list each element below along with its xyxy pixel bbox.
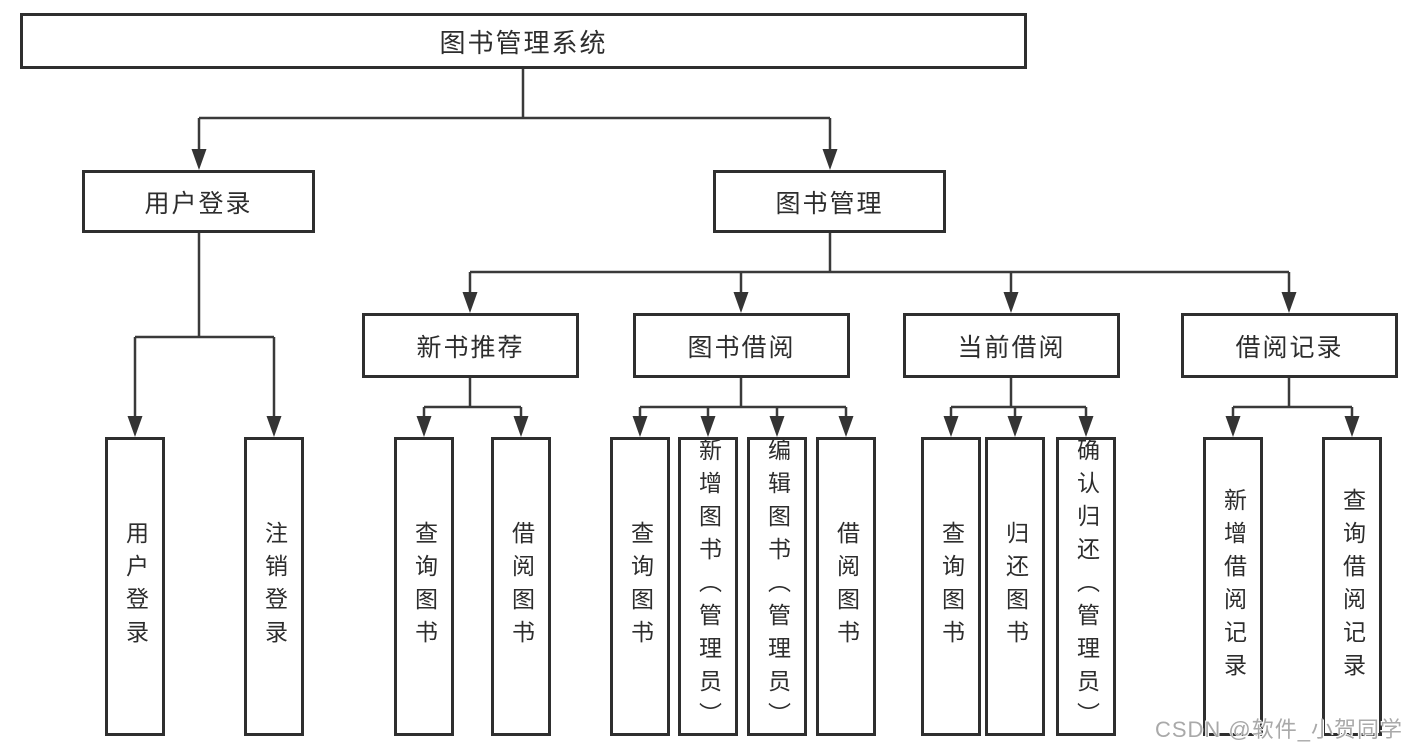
leaf-label: 借阅图书 [833, 520, 860, 653]
leaf-query-borrow-record: 查询借阅记录 [1322, 437, 1382, 736]
leaf-label: 新增借阅记录 [1220, 487, 1247, 686]
leaf-borrow-books-recommend: 借阅图书 [491, 437, 551, 736]
node-library-management-system: 图书管理系统 [20, 13, 1027, 69]
leaf-label: 查询图书 [411, 520, 438, 653]
leaf-label: 确认归还（管理员） [1073, 438, 1100, 735]
leaf-label: 用户登录 [122, 520, 149, 653]
leaf-query-books-recommend: 查询图书 [394, 437, 454, 736]
leaf-label: 查询借阅记录 [1339, 487, 1366, 686]
leaf-label: 归还图书 [1002, 520, 1029, 653]
leaf-logout: 注销登录 [244, 437, 304, 736]
leaf-add-books-admin: 新增图书（管理员） [678, 437, 738, 736]
leaf-label: 查询图书 [627, 520, 654, 653]
leaf-label: 新增图书（管理员） [695, 438, 722, 735]
node-current-borrowing: 当前借阅 [903, 313, 1120, 378]
leaf-label: 注销登录 [261, 520, 288, 653]
leaf-add-borrow-record: 新增借阅记录 [1203, 437, 1263, 736]
leaf-query-books-current: 查询图书 [921, 437, 981, 736]
leaf-label: 借阅图书 [508, 520, 535, 653]
leaf-label: 查询图书 [938, 520, 965, 653]
leaf-confirm-return-admin: 确认归还（管理员） [1056, 437, 1116, 736]
leaf-user-login: 用户登录 [105, 437, 165, 736]
node-new-book-recommendation: 新书推荐 [362, 313, 579, 378]
leaf-label: 编辑图书（管理员） [764, 438, 791, 735]
node-book-borrowing: 图书借阅 [633, 313, 850, 378]
node-user-login: 用户登录 [82, 170, 315, 233]
leaf-query-books-borrow: 查询图书 [610, 437, 670, 736]
leaf-borrow-books: 借阅图书 [816, 437, 876, 736]
node-borrowing-records: 借阅记录 [1181, 313, 1398, 378]
leaf-return-books: 归还图书 [985, 437, 1045, 736]
leaf-edit-books-admin: 编辑图书（管理员） [747, 437, 807, 736]
csdn-watermark: CSDN @软件_小贺同学 [1154, 717, 1403, 742]
node-book-management: 图书管理 [713, 170, 946, 233]
